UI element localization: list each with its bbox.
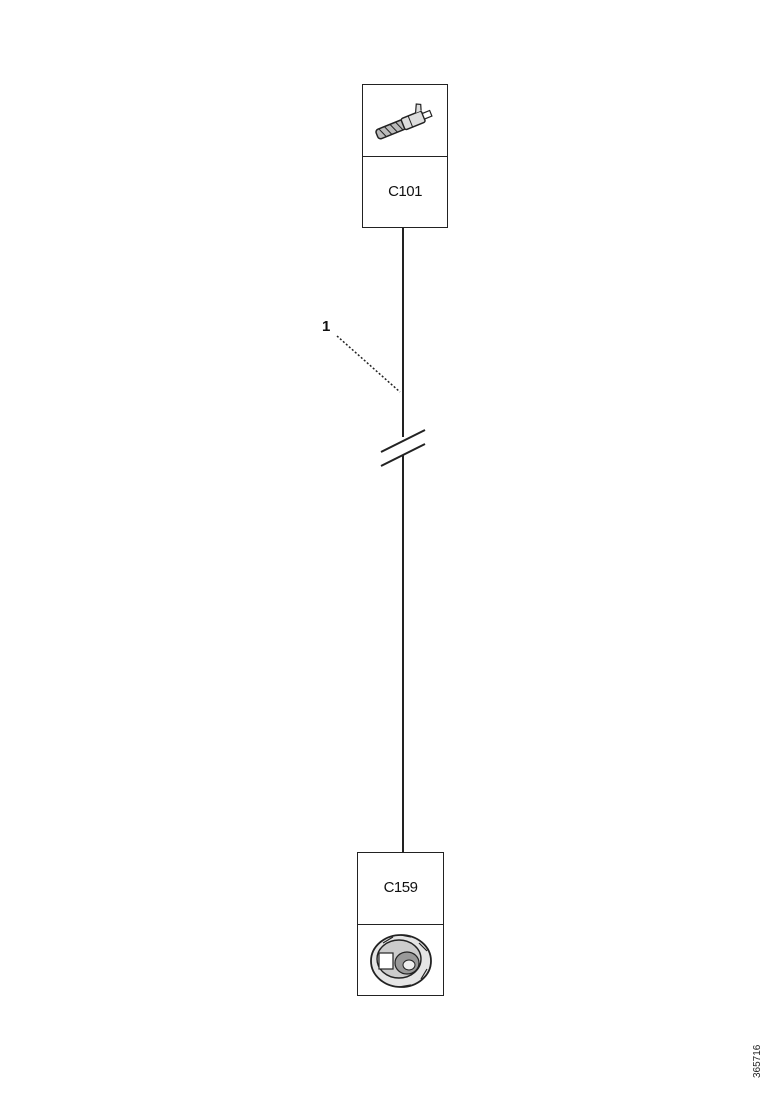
connector-c101-image-cell bbox=[363, 85, 447, 156]
connector-c159-image-cell bbox=[358, 925, 443, 995]
connector-c159-label-cell: C159 bbox=[358, 853, 443, 924]
document-reference-number: 365716 bbox=[752, 1044, 763, 1078]
callout-number: 1 bbox=[322, 318, 331, 335]
wire-break-icon bbox=[380, 429, 426, 467]
connector-c159[interactable]: C159 bbox=[357, 852, 444, 996]
connector-c101[interactable]: C101 bbox=[362, 84, 448, 228]
connector-label: C159 bbox=[383, 879, 418, 896]
round-connector-icon bbox=[370, 934, 432, 988]
connector-c101-label-cell: C101 bbox=[363, 157, 447, 227]
connector-label: C101 bbox=[388, 183, 422, 200]
callout-leader-line bbox=[336, 335, 401, 393]
wire-terminal-icon bbox=[375, 103, 433, 140]
